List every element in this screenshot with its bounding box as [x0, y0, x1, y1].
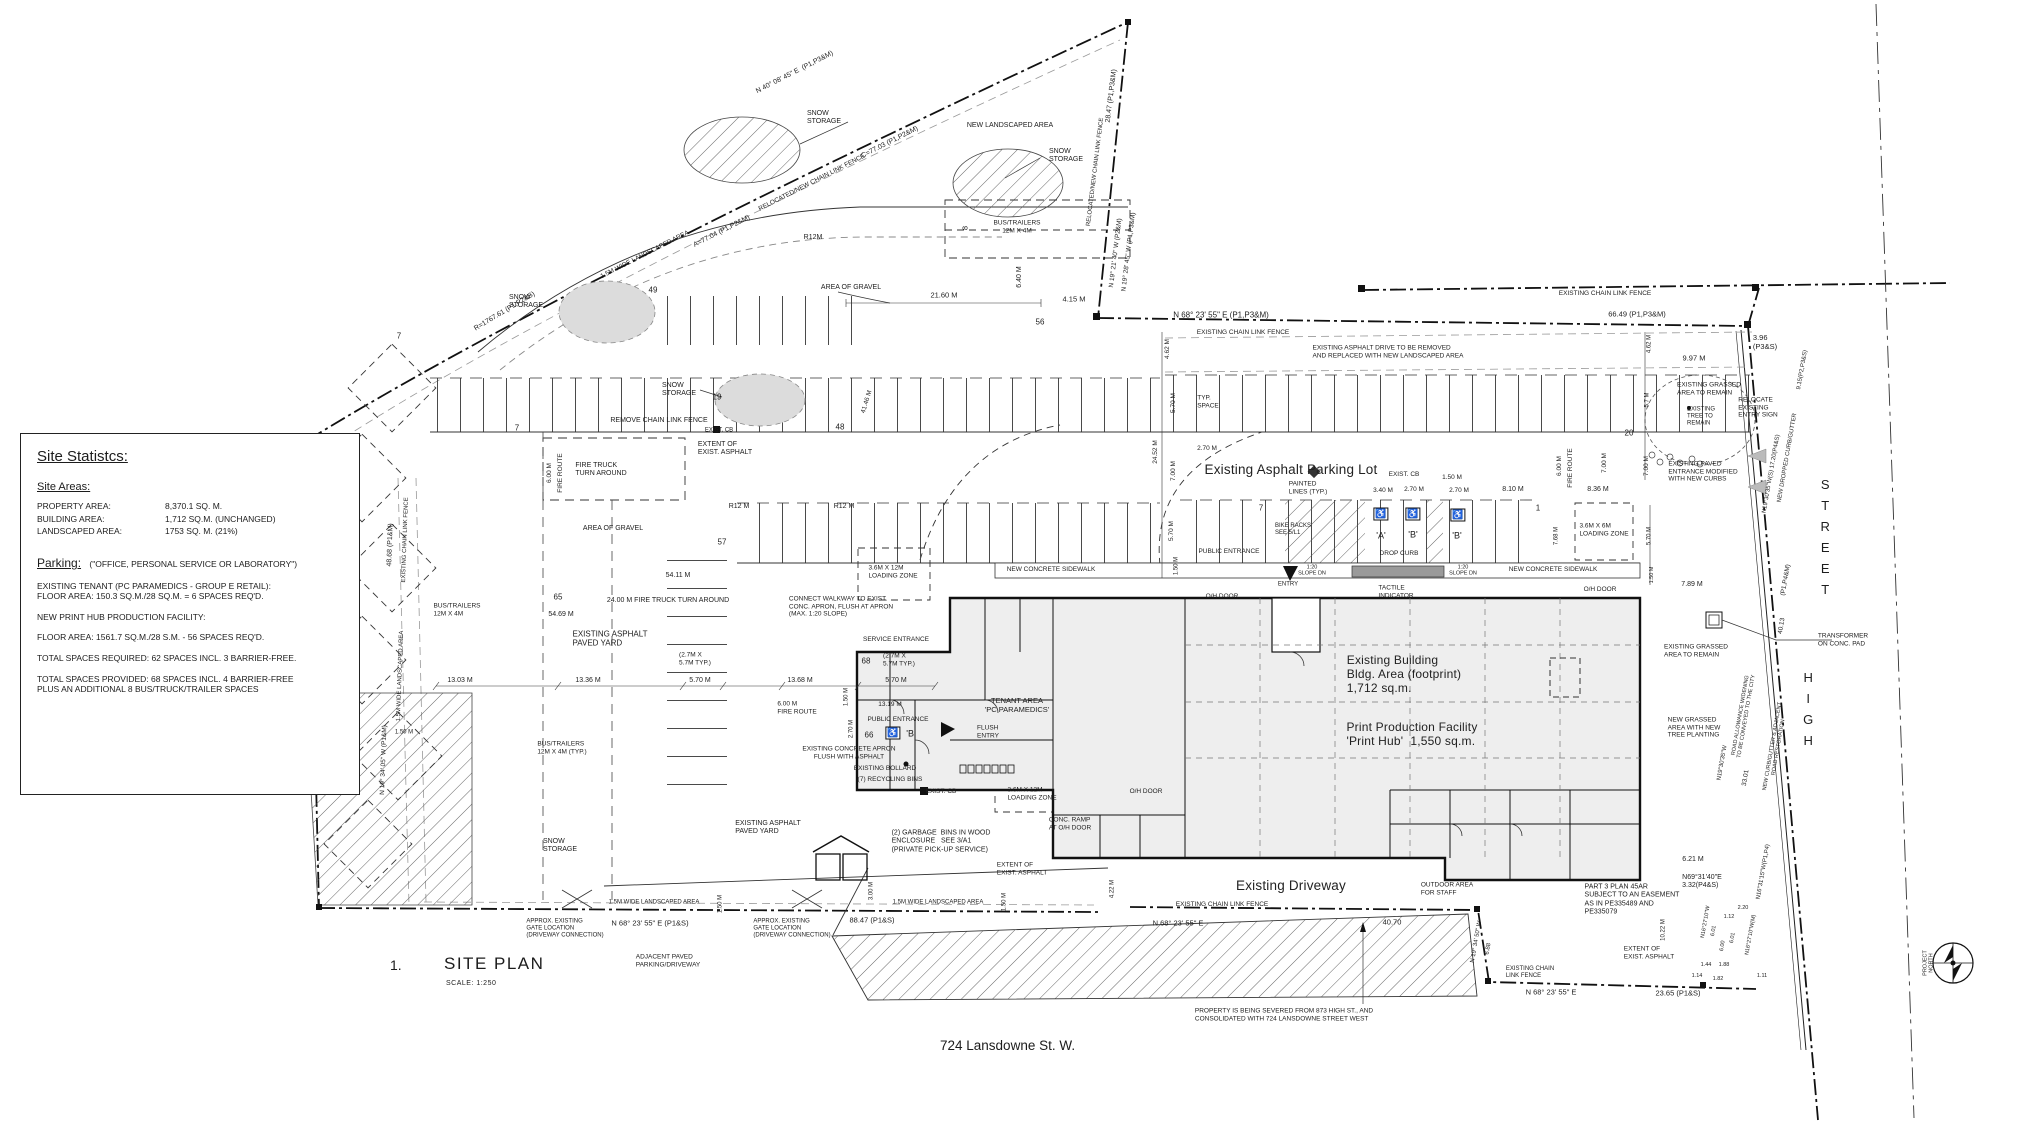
building-footprint	[855, 596, 1642, 882]
accessible-stall-hatch	[1285, 500, 1443, 563]
drawing-title: SITE PLAN	[444, 954, 545, 973]
parking-stalls	[430, 296, 1750, 805]
parking-note: ("OFFICE, PERSONAL SERVICE OR LABORATORY…	[89, 559, 298, 569]
compass-icon	[1932, 942, 1974, 984]
door-arcs	[889, 651, 1523, 837]
stats-value: 8,370.1 SQ. M.	[165, 501, 223, 511]
site-details	[316, 19, 1974, 1004]
stats-label: BUILDING AREA:	[37, 513, 105, 524]
stats-label: LANDSCAPED AREA:	[37, 526, 123, 536]
site-statistics-box: Site Statistcs: Site Areas: PROPERTY ARE…	[20, 433, 360, 795]
stats-row-landscaped: LANDSCAPED AREA: 1753 SQ. M. (21%)	[37, 526, 343, 536]
stats-row-property: PROPERTY AREA: 8,370.1 SQ. M.	[37, 501, 343, 511]
leader-lines	[699, 121, 1364, 1004]
fire-route-lines	[542, 432, 613, 900]
stats-row-building: BUILDING AREA: 1,712 SQ.M. (UNCHANGED)	[37, 514, 343, 524]
site-statistics-heading: Site Statistcs:	[37, 448, 128, 465]
parking-line: EXISTING TENANT (PC PARAMEDICS - GROUP E…	[37, 581, 271, 601]
parking-heading: Parking:	[37, 556, 82, 570]
stats-value: 1753 SQ. M. (21%)	[165, 526, 238, 536]
site-areas-heading: Site Areas:	[37, 481, 91, 493]
drawing-number: 1.	[390, 957, 402, 973]
parking-line: TOTAL SPACES REQUIRED: 62 SPACES INCL. 3…	[37, 653, 297, 663]
drawing-scale: SCALE: 1:250	[446, 980, 497, 987]
landscape-strip-lines	[321, 39, 1753, 906]
sidewalk	[994, 562, 1641, 579]
stats-value: 1,712 SQ.M. (UNCHANGED)	[165, 513, 276, 524]
address-label: 724 Lansdowne St. W.	[940, 1038, 1076, 1053]
parking-heading-row: Parking: ("OFFICE, PERSONAL SERVICE OR L…	[37, 556, 343, 570]
stats-label: PROPERTY AREA:	[37, 501, 111, 511]
dimension-lines	[432, 299, 1651, 691]
high-street-lines	[1735, 3, 1915, 1119]
parking-line: NEW PRINT HUB PRODUCTION FACILITY: FLOOR…	[37, 612, 265, 642]
parking-line: TOTAL SPACES PROVIDED: 68 SPACES INCL. 4…	[37, 674, 294, 694]
